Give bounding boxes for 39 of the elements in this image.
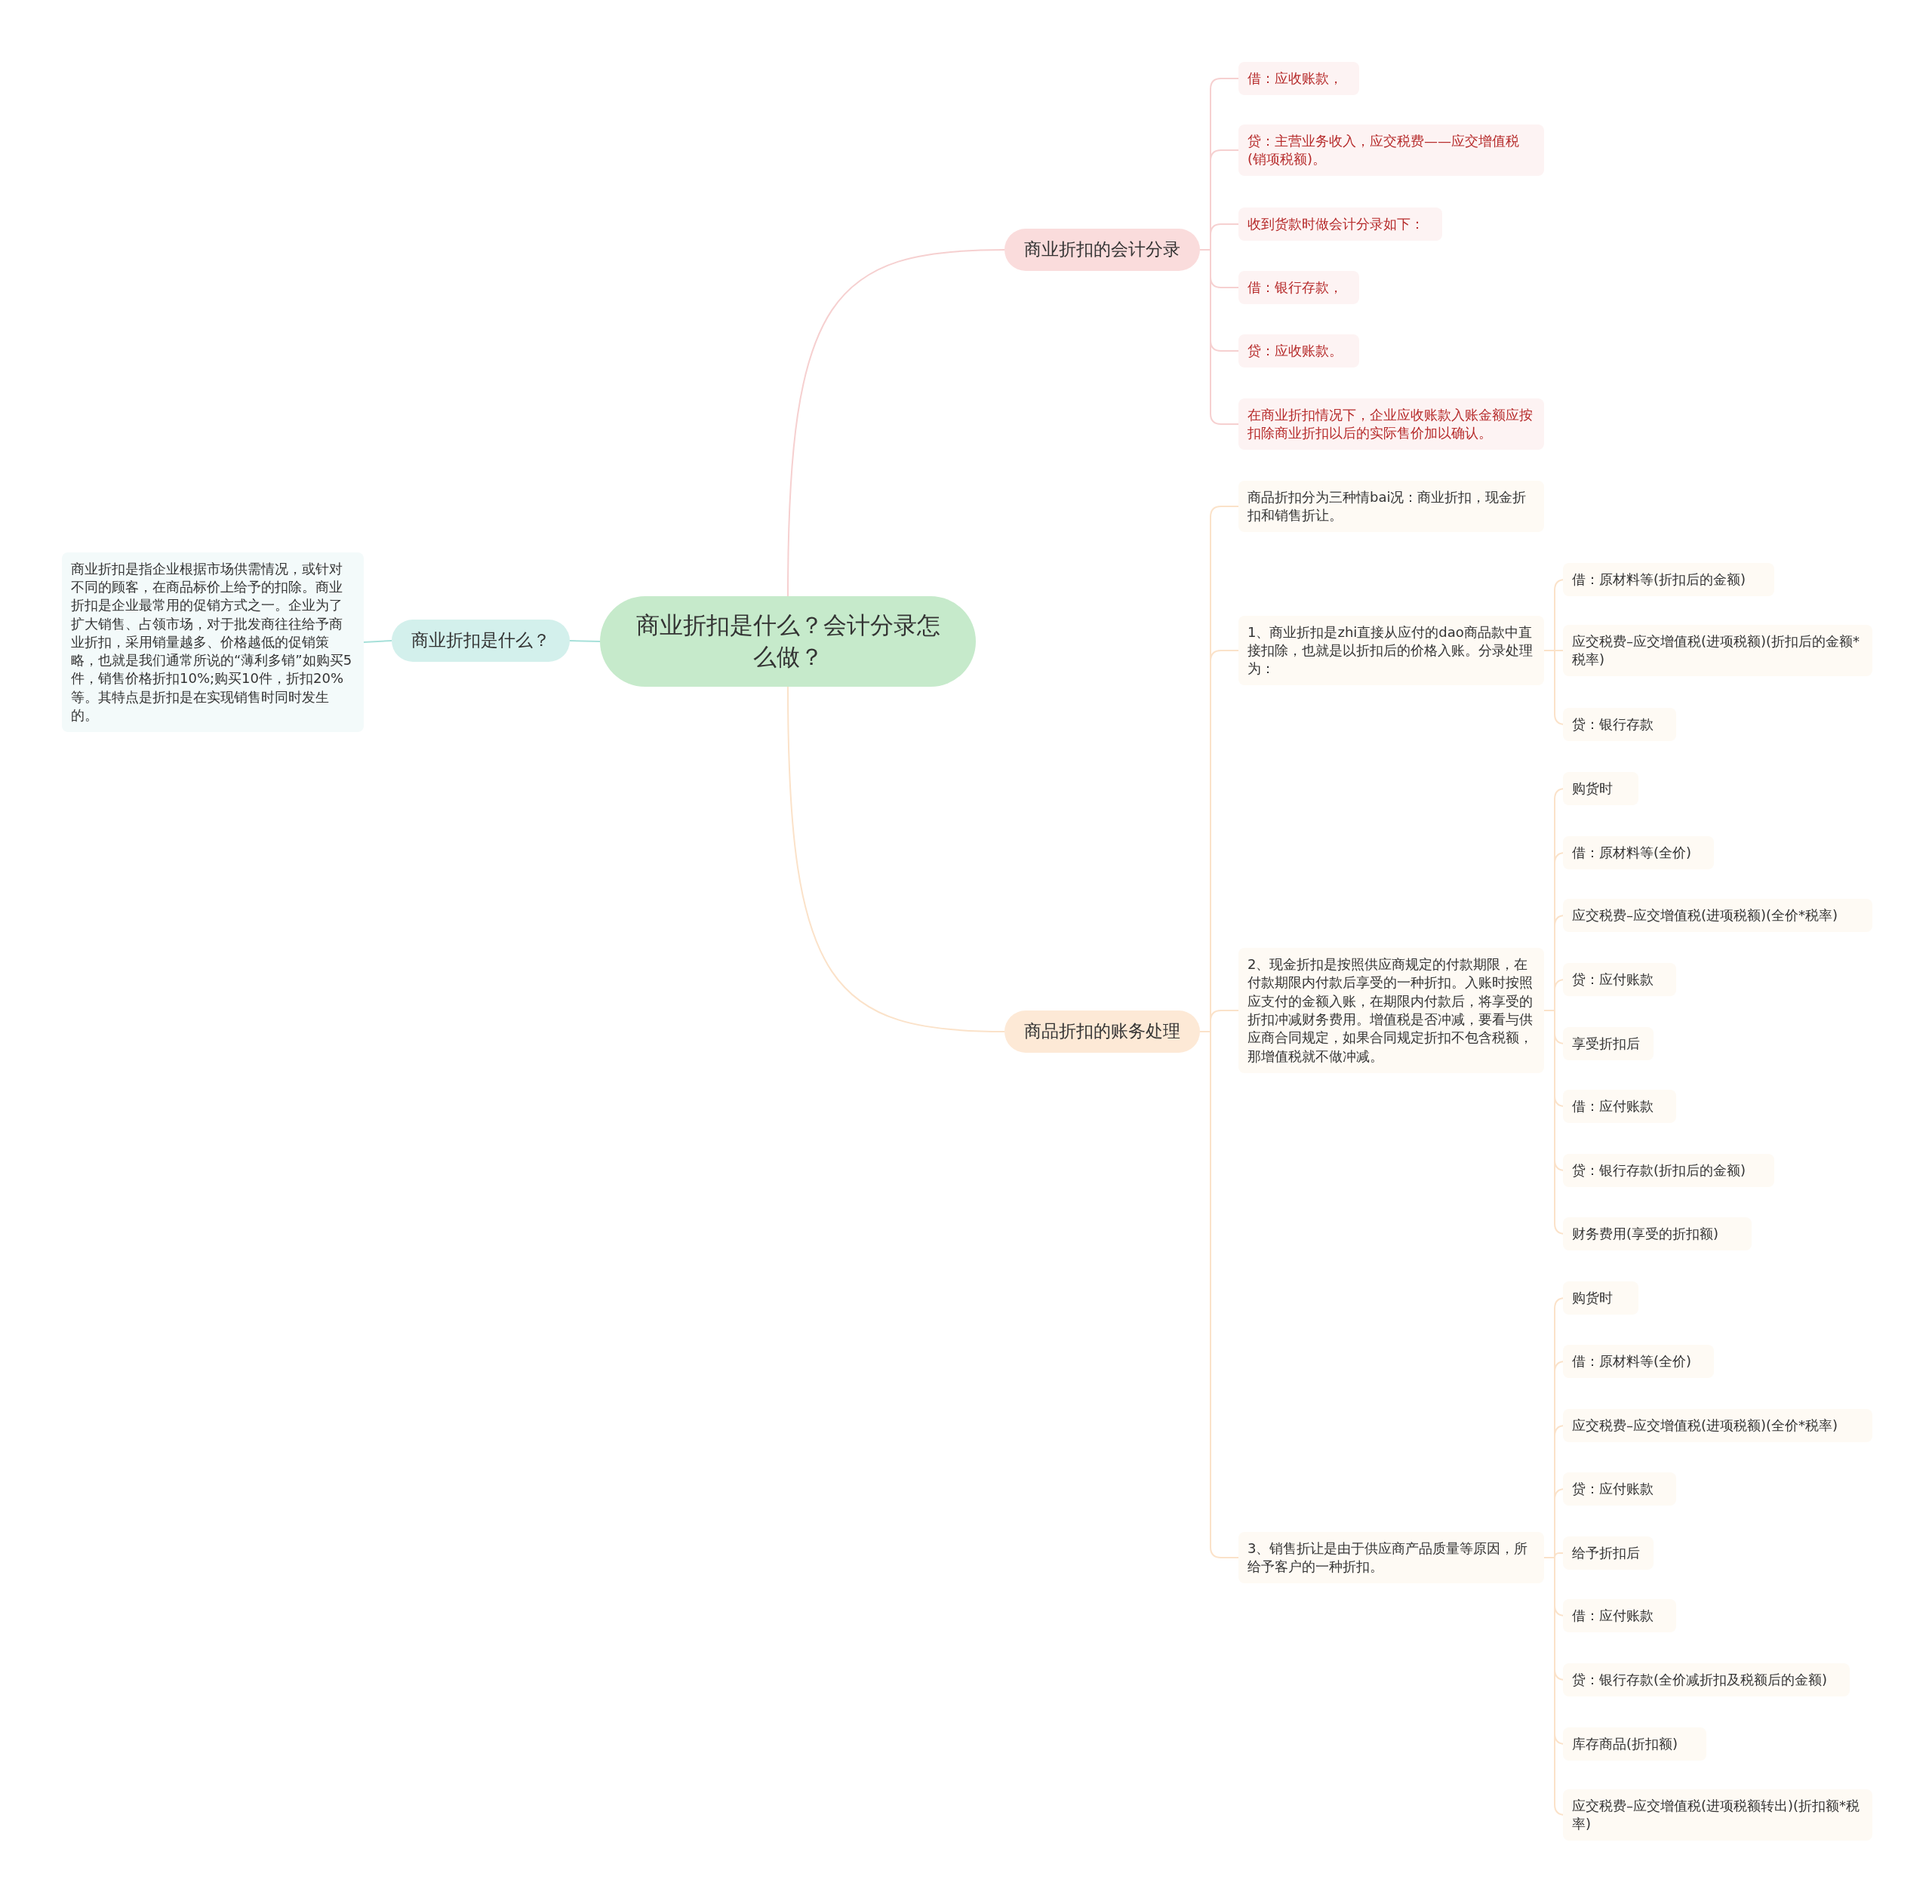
subtopic-box: 应交税费–应交增值税(进项税额)(全价*税率) xyxy=(1563,898,1872,933)
subtopic-box: 借：银行存款， xyxy=(1238,270,1359,305)
subtopic-box: 购货时 xyxy=(1563,771,1638,806)
subtopic-box: 贷：应付账款 xyxy=(1563,1472,1676,1506)
subtopic-box: 贷：银行存款 xyxy=(1563,707,1676,742)
connector-line xyxy=(569,640,601,642)
subtopic-box: 贷：银行存款(折扣后的金额) xyxy=(1563,1153,1774,1188)
subtopic-box: 购货时 xyxy=(1563,1281,1638,1315)
topic-box: 商业折扣的会计分录 xyxy=(1004,229,1200,271)
subtopic-box: 贷：应付账款 xyxy=(1563,962,1676,997)
subtopic-box: 应交税费–应交增值税(进项税额转出)(折扣额*税率) xyxy=(1563,1789,1872,1841)
subtopic-box: 贷：银行存款(全价减折扣及税额后的金额) xyxy=(1563,1663,1850,1697)
subtopic-box: 财务费用(享受的折扣额) xyxy=(1563,1217,1752,1251)
topic-box: 商业折扣是什么？ xyxy=(392,620,570,662)
central-topic: 商业折扣是什么？会计分录怎么做？ xyxy=(600,596,976,687)
connector-line xyxy=(363,640,392,643)
subtopic-box: 应交税费–应交增值税(进项税额)(全价*税率) xyxy=(1563,1408,1872,1443)
subtopic-box: 借：应收账款， xyxy=(1238,61,1359,96)
subtopic-box: 给予折扣后 xyxy=(1563,1536,1654,1570)
subtopic-box: 商业折扣是指企业根据市场供需情况，或针对不同的顾客，在商品标价上给予的扣除。商业折扣是企业最常用的促销方式之一。企业为了扩大销售、占领市场，对于批发商往往给予商业折扣，采用销量越多、价格越低的促销策略，也就是我们通常所说的“薄利多销”如购买5件，销售价格折扣10%;购买10件，折扣20%等。其特点是折扣是在实现销售时同时发生的。 xyxy=(62,552,364,733)
subtopic-box: 3、销售折让是由于供应商产品质量等原因，所给予客户的一种折扣。 xyxy=(1238,1531,1544,1584)
connector-line xyxy=(787,685,1005,1032)
subtopic-box: 1、商业折扣是zhi直接从应付的dao商品款中直接扣除，也就是以折扣后的价格入账。分录处理为： xyxy=(1238,615,1544,686)
subtopic-box: 商品折扣分为三种情bai况：商业折扣，现金折扣和销售折让。 xyxy=(1238,480,1544,533)
subtopic-box: 享受折扣后 xyxy=(1563,1026,1654,1061)
subtopic-box: 借：原材料等(全价) xyxy=(1563,835,1714,870)
subtopic-box: 借：应付账款 xyxy=(1563,1089,1676,1124)
subtopic-box: 借：应付账款 xyxy=(1563,1598,1676,1633)
subtopic-box: 贷：主营业务收入，应交税费——应交增值税(销项税额)。 xyxy=(1238,124,1544,177)
subtopic-box: 贷：应收账款。 xyxy=(1238,334,1359,368)
subtopic-box: 2、现金折扣是按照供应商规定的付款期限，在付款期限内付款后享受的一种折扣。入账时按照应支付的金额入账，在期限内付款后，将享受的折扣冲减财务费用。增值税是否冲减，要看与供应商合同规定，如果合同规定折扣不包含税额，那增值税就不做冲减。 xyxy=(1238,948,1544,1073)
subtopic-box: 库存商品(折扣额) xyxy=(1563,1727,1706,1761)
topic-box: 商品折扣的账务处理 xyxy=(1004,1010,1200,1053)
subtopic-box: 在商业折扣情况下，企业应收账款入账金额应按扣除商业折扣以后的实际售价加以确认。 xyxy=(1238,398,1544,451)
subtopic-box: 借：原材料等(全价) xyxy=(1563,1344,1714,1379)
subtopic-box: 收到货款时做会计分录如下： xyxy=(1238,207,1442,241)
subtopic-box: 应交税费–应交增值税(进项税额)(折扣后的金额*税率) xyxy=(1563,624,1872,677)
connector-line xyxy=(787,249,1005,598)
subtopic-box: 借：原材料等(折扣后的金额) xyxy=(1563,562,1774,597)
